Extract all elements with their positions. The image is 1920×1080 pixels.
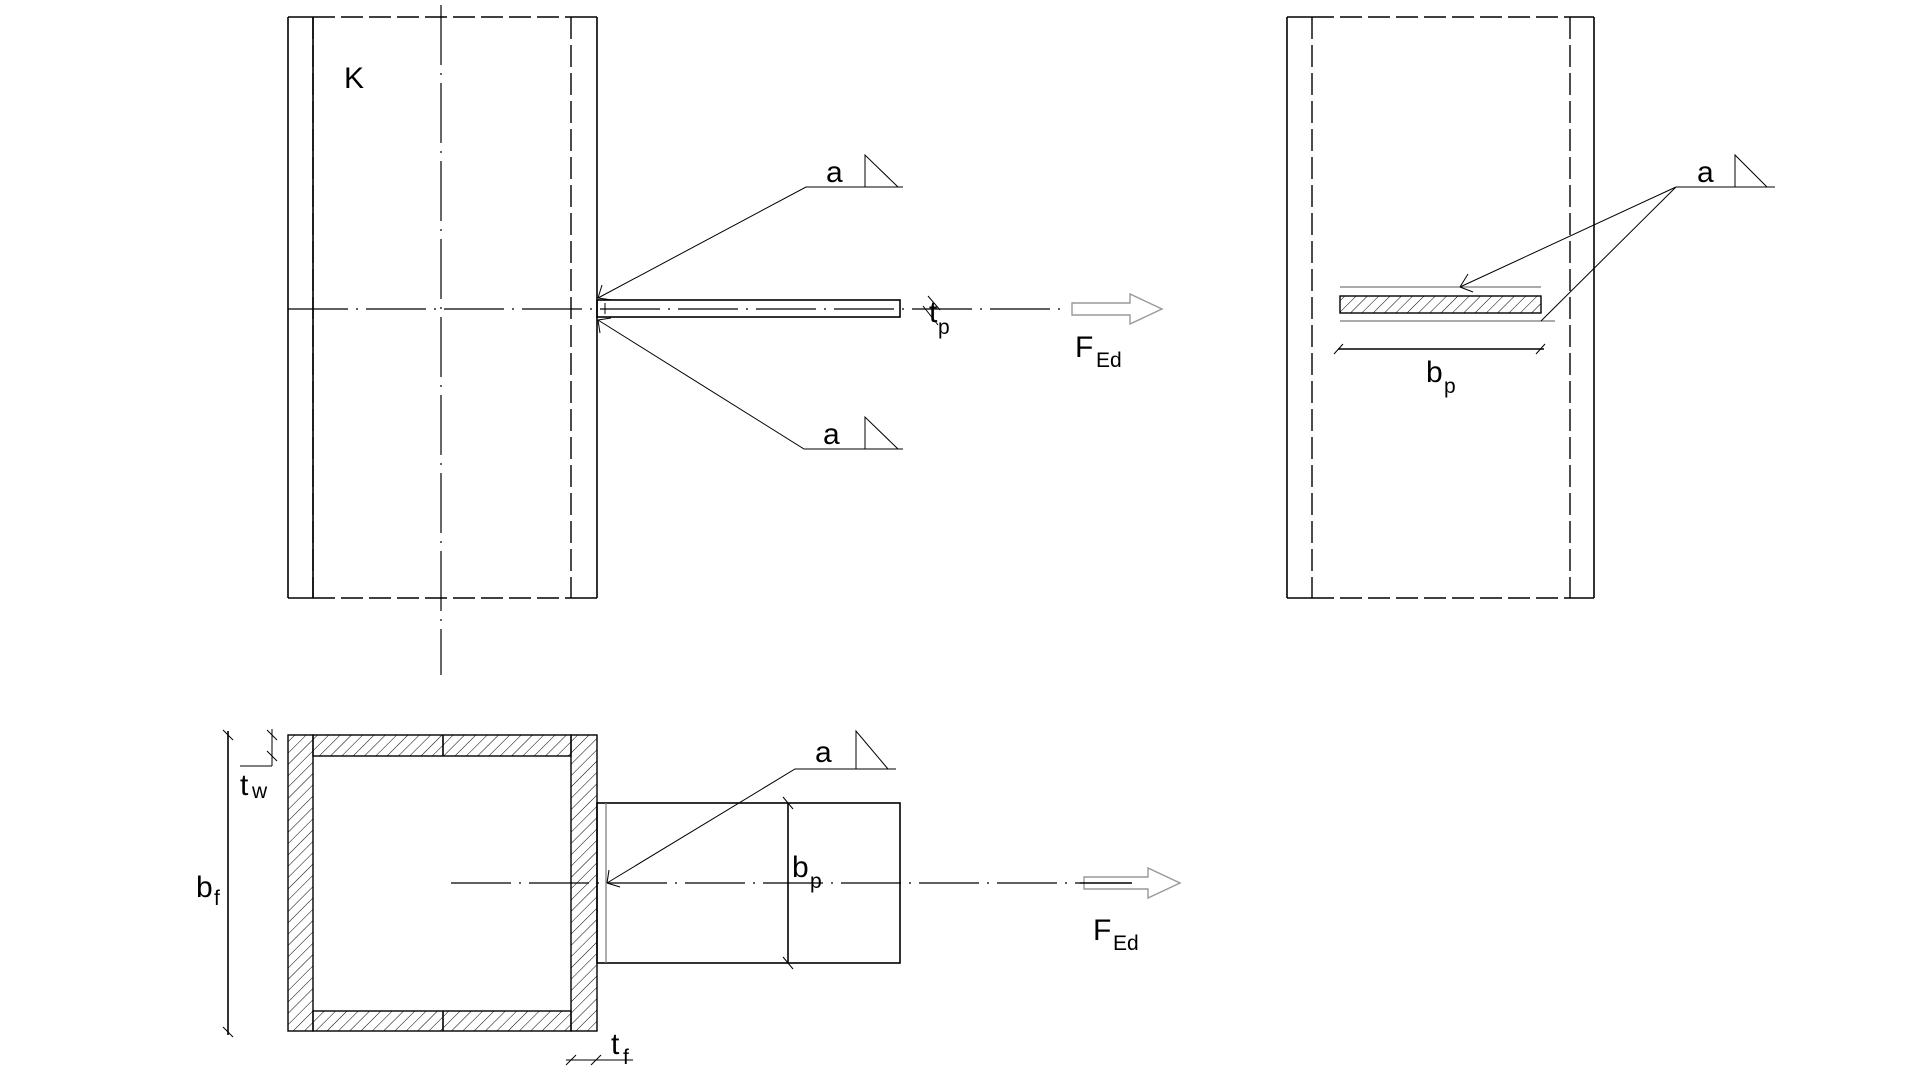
weld-throat-label: a <box>823 418 840 451</box>
svg-text:p: p <box>938 316 950 339</box>
svg-text:p: p <box>810 870 822 893</box>
svg-text:b: b <box>1426 356 1443 389</box>
plate-width-dimension: b p <box>1333 343 1546 398</box>
plate <box>596 299 901 318</box>
front-view: K a a t p F Ed <box>287 5 1164 675</box>
weld-symbol-lower: a <box>597 317 903 451</box>
svg-text:p: p <box>1444 375 1456 398</box>
force-arrow: F Ed <box>1071 292 1164 372</box>
column-outline <box>287 16 598 599</box>
svg-text:t: t <box>929 296 938 329</box>
plate-width-dimension-plan: b p <box>782 796 822 970</box>
force-arrow-plan: F Ed <box>1080 866 1182 955</box>
svg-text:t: t <box>611 1028 620 1061</box>
flange-top <box>312 734 572 757</box>
weld-symbol-side: a <box>1459 153 1775 322</box>
svg-text:t: t <box>240 769 249 802</box>
flange-bottom <box>312 1010 572 1032</box>
svg-text:f: f <box>623 1046 629 1069</box>
side-view: a b p <box>1286 16 1775 599</box>
svg-text:Ed: Ed <box>1113 932 1139 955</box>
web-thickness-dimension: t w <box>240 729 278 803</box>
plate-section <box>1339 295 1542 314</box>
column-label: K <box>344 62 364 95</box>
svg-text:F: F <box>1075 331 1093 364</box>
plate-thickness-dimension: t p <box>922 295 950 339</box>
svg-text:f: f <box>214 887 220 910</box>
svg-text:F: F <box>1093 914 1111 947</box>
weld-throat-label: a <box>815 736 832 769</box>
flange-width-dimension: b f <box>196 729 234 1038</box>
weld-throat-label: a <box>826 156 843 189</box>
web-left <box>287 734 314 1032</box>
svg-text:Ed: Ed <box>1096 349 1122 372</box>
flange-thickness-dimension: t f <box>565 1028 633 1069</box>
weld-symbol-plan: a <box>606 729 896 888</box>
svg-text:b: b <box>792 851 809 884</box>
svg-text:b: b <box>196 871 213 904</box>
weld-symbol-upper: a <box>597 153 903 301</box>
plan-section: a b p F Ed b f <box>196 729 1182 1069</box>
svg-text:w: w <box>251 780 268 803</box>
weld-throat-label: a <box>1697 156 1714 189</box>
